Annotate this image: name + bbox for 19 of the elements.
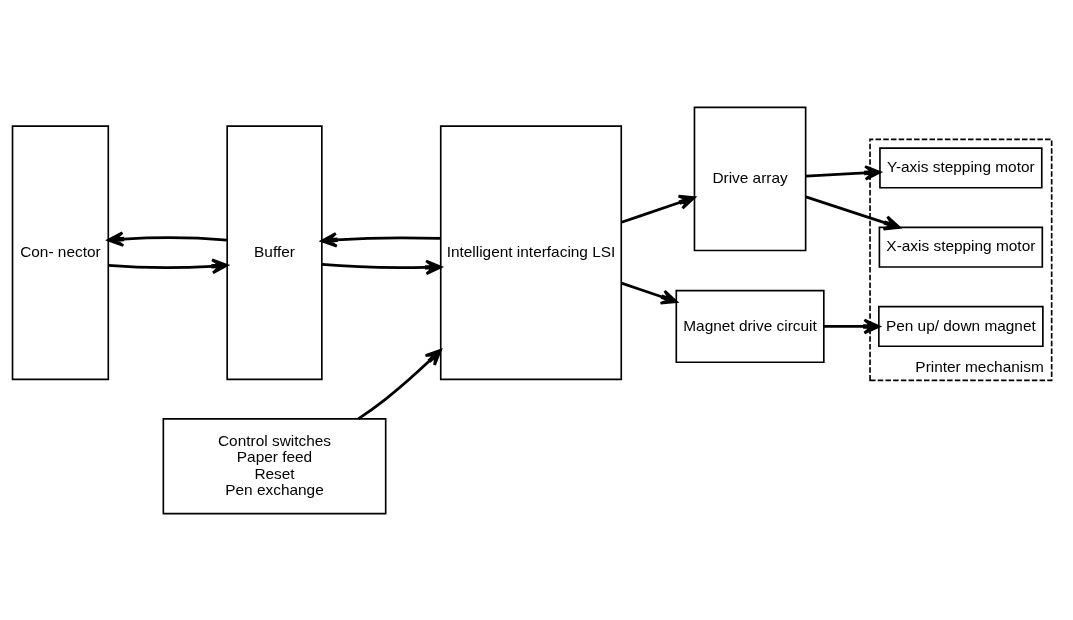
arrow [805, 164, 882, 181]
arrow [805, 195, 901, 230]
arrow [108, 258, 229, 274]
arrow [107, 230, 227, 247]
node-box: Drive array [693, 106, 807, 251]
arrow [320, 231, 441, 248]
node-box: Pen up/ down magnet [878, 305, 1044, 347]
node-box: Buffer [226, 124, 323, 380]
arrow [823, 318, 881, 334]
node-box: Y-axis stepping motor [879, 146, 1043, 189]
arrow [357, 348, 442, 420]
arrow [321, 259, 442, 275]
node-box: Con- nector [11, 124, 110, 380]
node-box: Intelligent interfacing LSI [439, 124, 623, 380]
arrow [621, 281, 678, 305]
arrow [621, 194, 696, 224]
node-box: X-axis stepping motor [878, 226, 1044, 268]
node-box: Magnet drive circuit [675, 289, 825, 363]
node-box: Control switches Paper feed Reset Pen exchange [162, 417, 387, 514]
